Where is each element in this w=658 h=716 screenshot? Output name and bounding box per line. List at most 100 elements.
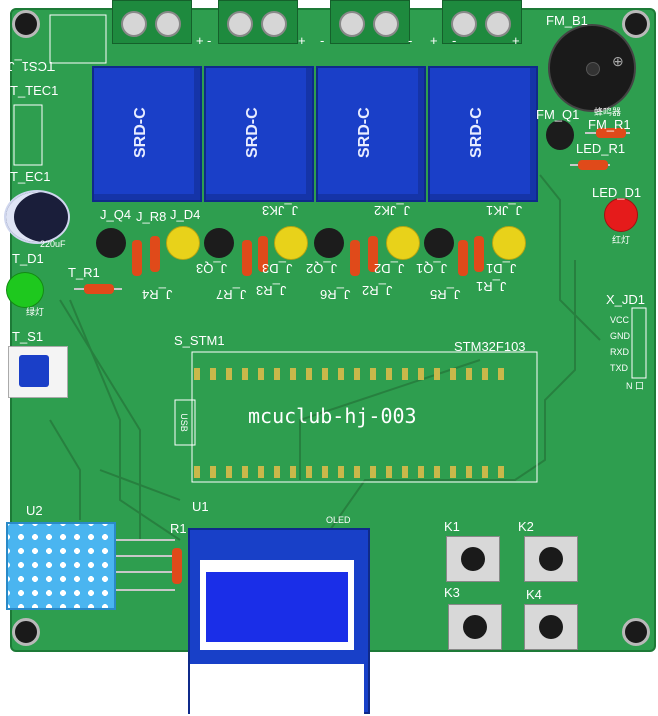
resistor-r1 [172, 548, 182, 584]
ref-k1: K1 [444, 519, 460, 534]
led-yellow-jd2 [386, 226, 420, 260]
buzzer [548, 24, 636, 112]
ref-jr4: J_R4 [142, 287, 173, 302]
ref-stm1: S_STM1 [174, 333, 225, 348]
transistor-jq1 [424, 228, 454, 258]
terminal-block-2 [330, 0, 410, 44]
terminal-sign: + [430, 33, 438, 48]
ref-jr2: J_R2 [362, 283, 393, 298]
transistor-jq4 [96, 228, 126, 258]
relay-body-label: SRD-C [244, 107, 261, 158]
ref-fmr1: FM_R1 [588, 117, 631, 132]
ref-k3: K3 [444, 585, 460, 600]
ref-jr6: J_R6 [320, 287, 351, 302]
ref-jk1: J_JK1 [486, 203, 523, 218]
ref-jq4: J_Q4 [100, 207, 132, 222]
resistor [132, 240, 142, 276]
oled-label: OLED [326, 515, 351, 525]
ref-jq1: J_Q1 [416, 261, 448, 276]
ref-tec1: T_TEC1 [10, 83, 59, 98]
sensor-u2 [6, 522, 116, 610]
ref-jq2: J_Q2 [306, 261, 338, 276]
mounting-hole [622, 10, 650, 38]
transistor-fmq1 [546, 120, 574, 150]
mcu-model-label: STM32F103 [454, 339, 526, 354]
button-cap [463, 615, 487, 639]
board-title: mcuclub-hj-003 [248, 404, 417, 428]
serial-side-label: N 口 [626, 381, 645, 391]
button-k3[interactable] [448, 604, 502, 650]
button-k2[interactable] [524, 536, 578, 582]
led-yellow-jd4 [166, 226, 200, 260]
ref-jr3: J_R3 [256, 283, 287, 298]
usb-label: USB [178, 413, 189, 432]
ref-u2: U2 [26, 503, 43, 518]
screw-icon [451, 11, 477, 37]
led-red [604, 198, 638, 232]
button-cap [539, 615, 563, 639]
transistor-jq2 [314, 228, 344, 258]
terminal-block-3 [218, 0, 298, 44]
resistor [258, 236, 268, 272]
terminal-sign: + [512, 33, 520, 48]
terminal-sign: - [452, 33, 457, 48]
xjd1-pin-vcc: VCC [610, 315, 630, 325]
ref-ledd1: LED_D1 [592, 185, 642, 200]
ref-jd1: J_D1 [486, 261, 517, 276]
resistor [350, 240, 360, 276]
buzzer-plus-sign: ⊕ [612, 53, 624, 69]
ref-jk3: J_JK3 [262, 203, 299, 218]
resistor-tr1 [84, 284, 114, 294]
terminal-sign: - [207, 33, 212, 48]
button-cap [539, 547, 563, 571]
led-yellow-jd1 [492, 226, 526, 260]
ref-jr5: J_R5 [430, 287, 461, 302]
xjd1-pin-txd: TXD [610, 363, 628, 373]
screw-icon [227, 11, 253, 37]
ref-s1: T_S1 [12, 329, 44, 344]
switch-knob [19, 355, 49, 387]
ref-tr1: T_R1 [68, 265, 100, 280]
screw-icon [485, 11, 511, 37]
ref-jd3: J_D3 [262, 261, 293, 276]
resistor-fmr1 [596, 128, 626, 138]
ref-xjd1: X_JD1 [606, 292, 646, 307]
button-cap [461, 547, 485, 571]
relay-2: SRD-C [316, 66, 426, 202]
mounting-hole [12, 618, 40, 646]
led-yellow-jd3 [274, 226, 308, 260]
terminal-block-1 [442, 0, 522, 44]
screw-icon [155, 11, 181, 37]
terminal-sign: - [320, 33, 325, 48]
relay-3: SRD-C [204, 66, 314, 202]
relay-1: SRD-C [428, 66, 538, 202]
button-k4[interactable] [524, 604, 578, 650]
ref-jr8: J_R8 [136, 209, 167, 224]
ref-r1: R1 [170, 521, 187, 536]
oled-module [188, 528, 370, 716]
mounting-hole [622, 618, 650, 646]
screw-icon [373, 11, 399, 37]
ref-jr7: J_R7 [216, 287, 247, 302]
relay-body-label: SRD-C [468, 107, 485, 158]
ref-d1: T_D1 [12, 251, 44, 266]
ec1-value: 220uF [40, 239, 66, 249]
button-k1[interactable] [446, 536, 500, 582]
screw-icon [261, 11, 287, 37]
ref-k2: K2 [518, 519, 534, 534]
led-green [6, 272, 44, 308]
buzzer-label: 蜂鸣器 [594, 107, 622, 117]
ref-ec1: T_EC1 [10, 169, 51, 184]
switch-ts1[interactable] [8, 346, 68, 398]
relay-body-label: SRD-C [356, 107, 373, 158]
ref-k4: K4 [526, 587, 542, 602]
resistor-ledr1 [578, 160, 608, 170]
ref-jd4: J_D4 [170, 207, 201, 222]
ref-jr1: J_R1 [476, 279, 507, 294]
resistor [242, 240, 252, 276]
relay-4: SRD-C [92, 66, 202, 202]
ref-jk2: J_JK2 [374, 203, 411, 218]
oled-lower-bezel [190, 656, 364, 716]
ref-ledr1: LED_R1 [576, 141, 626, 156]
